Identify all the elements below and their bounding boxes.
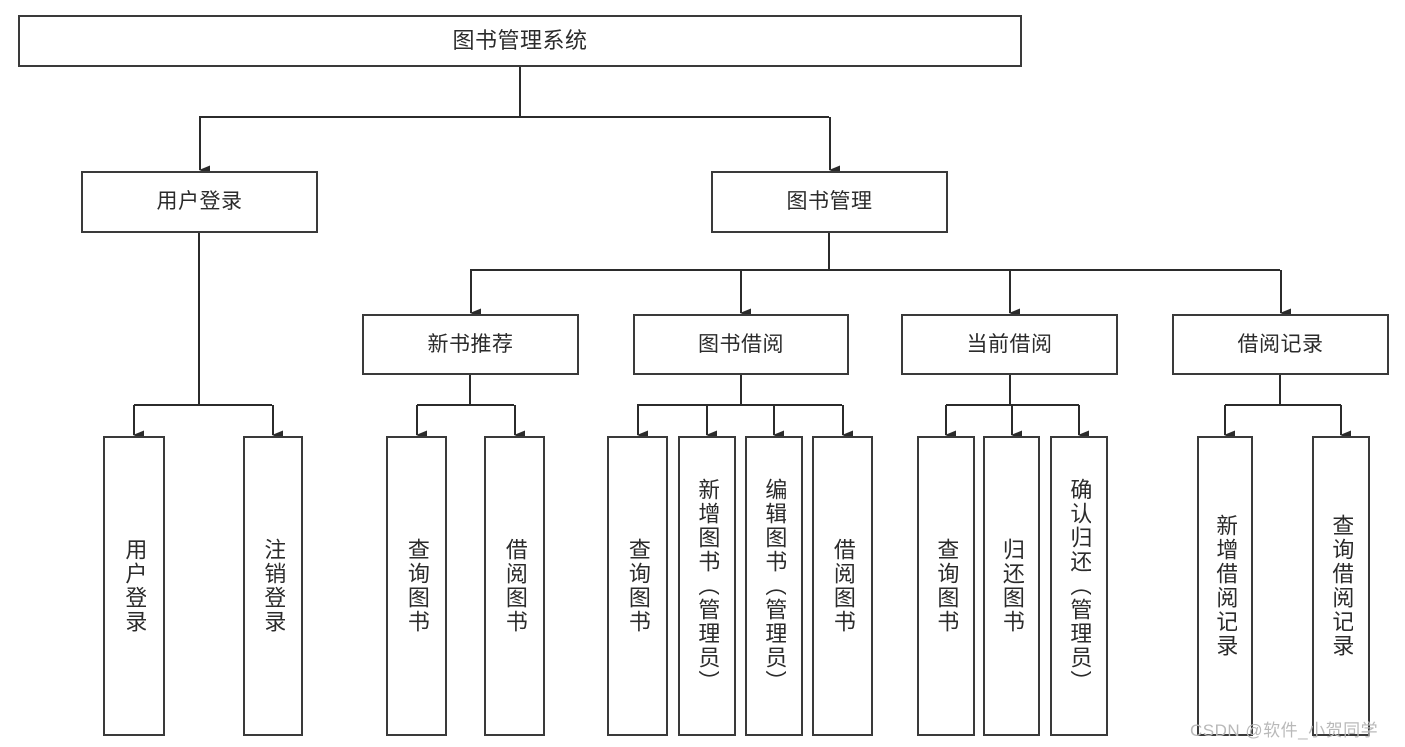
leaf-add-book-admin[interactable]: 新增图书（管理员） <box>678 436 736 736</box>
node-borrow-record[interactable]: 借阅记录 <box>1172 314 1389 375</box>
node-label: 新书推荐 <box>427 332 514 356</box>
node-label: 查询图书 <box>404 538 429 634</box>
node-user-login-group[interactable]: 用户登录 <box>81 171 318 233</box>
leaf-add-borrow-record[interactable]: 新增借阅记录 <box>1197 436 1253 736</box>
node-label: 图书管理系统 <box>452 27 588 53</box>
node-label: 注销登录 <box>261 538 286 634</box>
leaf-query-book-recommend[interactable]: 查询图书 <box>386 436 447 736</box>
node-label: 新增借阅记录 <box>1213 514 1238 658</box>
node-new-book-recommend[interactable]: 新书推荐 <box>362 314 579 375</box>
node-label: 当前借阅 <box>966 332 1053 356</box>
node-label: 图书借阅 <box>698 332 784 356</box>
watermark-credit: CSDN @软件_小贺同学 <box>1190 721 1379 740</box>
node-root-system[interactable]: 图书管理系统 <box>18 15 1022 67</box>
node-book-management-group[interactable]: 图书管理 <box>711 171 948 233</box>
leaf-edit-book-admin[interactable]: 编辑图书（管理员） <box>745 436 803 736</box>
node-label: 图书管理 <box>786 190 873 214</box>
leaf-query-book-current[interactable]: 查询图书 <box>917 436 975 736</box>
node-label: 编辑图书（管理员） <box>762 478 787 694</box>
edge-paths <box>132 67 1351 440</box>
node-current-borrow[interactable]: 当前借阅 <box>901 314 1118 375</box>
node-book-borrow[interactable]: 图书借阅 <box>633 314 849 375</box>
node-label: 查询借阅记录 <box>1329 514 1354 658</box>
node-label: 借阅图书 <box>502 538 527 634</box>
node-label: 借阅图书 <box>830 538 855 634</box>
node-label: 确认归还（管理员） <box>1067 478 1092 694</box>
leaf-borrow-book-recommend[interactable]: 借阅图书 <box>484 436 545 736</box>
node-label: 新增图书（管理员） <box>695 478 720 694</box>
leaf-logout[interactable]: 注销登录 <box>243 436 303 736</box>
node-label: 用户登录 <box>156 190 243 214</box>
leaf-borrow-book[interactable]: 借阅图书 <box>812 436 873 736</box>
leaf-query-borrow-record[interactable]: 查询借阅记录 <box>1312 436 1370 736</box>
leaf-user-login[interactable]: 用户登录 <box>103 436 165 736</box>
node-label: 查询图书 <box>625 538 650 634</box>
leaf-confirm-return-admin[interactable]: 确认归还（管理员） <box>1050 436 1108 736</box>
node-label: 借阅记录 <box>1237 332 1324 356</box>
node-label: 归还图书 <box>999 538 1024 634</box>
node-label: 用户登录 <box>122 538 147 634</box>
leaf-return-book[interactable]: 归还图书 <box>983 436 1040 736</box>
node-label: 查询图书 <box>934 538 959 634</box>
leaf-query-book-borrow[interactable]: 查询图书 <box>607 436 668 736</box>
